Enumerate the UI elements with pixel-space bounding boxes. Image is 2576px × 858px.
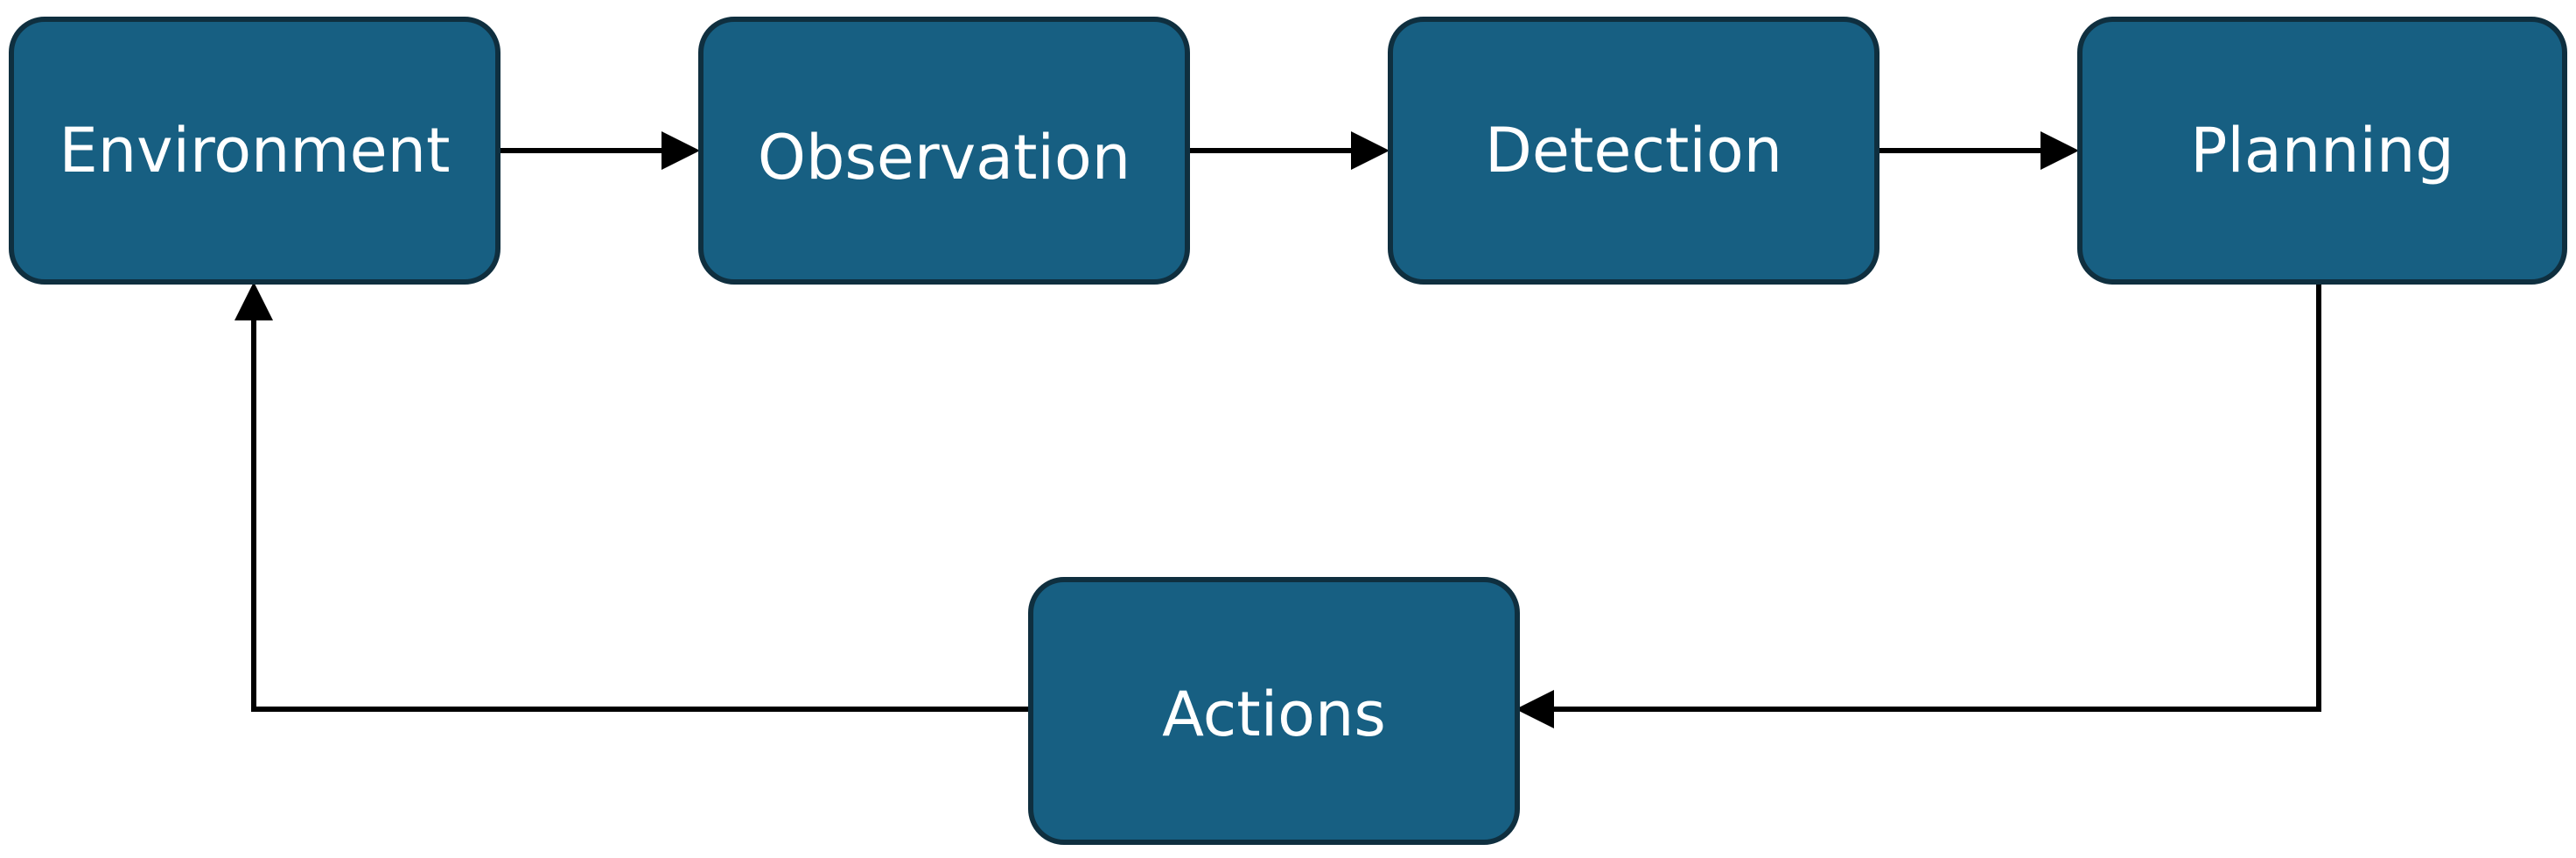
node-label-environment: Environment — [60, 115, 451, 186]
node-actions[interactable]: Actions — [1028, 577, 1520, 845]
edge-detection-to-planning — [1877, 131, 2079, 170]
node-label-detection: Detection — [1485, 115, 1782, 186]
node-environment[interactable]: Environment — [9, 17, 500, 285]
edge-observation-to-detection — [1187, 131, 1390, 170]
node-label-actions: Actions — [1162, 679, 1386, 750]
edges — [234, 131, 2321, 728]
node-label-observation: Observation — [758, 122, 1130, 193]
node-observation[interactable]: Observation — [698, 17, 1190, 285]
node-planning[interactable]: Planning — [2077, 17, 2567, 285]
edge-planning-to-actions — [1516, 282, 2321, 728]
node-label-planning: Planning — [2190, 115, 2454, 186]
edge-environment-to-observation — [498, 131, 700, 170]
edge-actions-to-environment — [234, 282, 1031, 712]
nodes: Environment Observation Detection Planni… — [9, 17, 2567, 845]
node-detection[interactable]: Detection — [1388, 17, 1880, 285]
